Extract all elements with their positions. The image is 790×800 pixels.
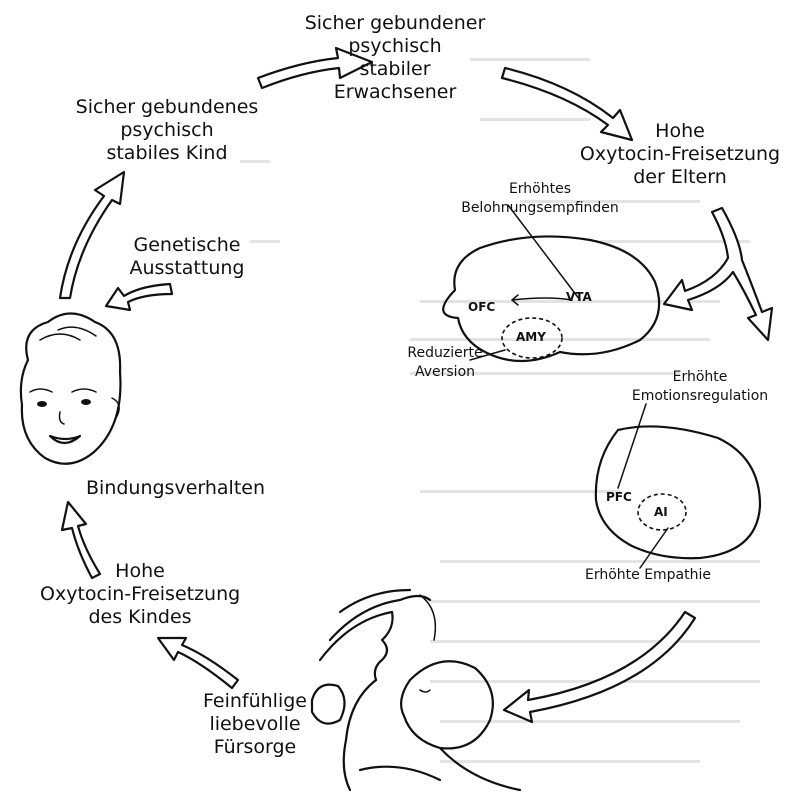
arrow-parents-fork <box>664 208 772 340</box>
node-care-line3: Fürsorge <box>195 736 315 759</box>
node-adult-line2: psychisch <box>300 35 490 58</box>
node-child-stable-line1: Sicher gebundenes <box>72 96 262 119</box>
brain-bottom-emotion-line2: Emotionsregulation <box>615 387 785 406</box>
node-child-oxytocin-line3: des Kindes <box>40 606 240 629</box>
node-adult-label: Sicher gebundener psychisch stabiler Erw… <box>300 12 490 104</box>
node-genetics-label: Genetische Ausstattung <box>112 234 262 280</box>
brain-bottom-ai-label: AI <box>654 505 668 519</box>
brain-top-amy-label: AMY <box>516 330 546 344</box>
node-child-stable-line2: psychisch <box>72 119 262 142</box>
brain-top-reward-line1: Erhöhtes <box>445 180 635 199</box>
brain-top-aversion-line2: Aversion <box>390 363 500 382</box>
brain-top-aversion-line1: Reduzierte <box>390 344 500 363</box>
node-care-line1: Feinfühlige <box>195 690 315 713</box>
node-parents-oxytocin-line1: Hohe <box>575 120 785 143</box>
arrow-genetics-to-baby <box>106 284 172 310</box>
node-child-oxytocin-label: Hohe Oxytocin-Freisetzung des Kindes <box>40 560 240 629</box>
node-care-line2: liebevolle <box>195 713 315 736</box>
brain-bottom-empathy-label: Erhöhte Empathie <box>578 566 718 585</box>
node-genetics-line1: Genetische <box>112 234 262 257</box>
brain-top-illustration <box>443 205 659 361</box>
node-child-stable-label: Sicher gebundenes psychisch stabiles Kin… <box>72 96 262 165</box>
brain-top-vta-label: VTA <box>566 290 592 304</box>
node-child-oxytocin-line1: Hohe <box>40 560 240 583</box>
node-care-label: Feinfühlige liebevolle Fürsorge <box>195 690 315 759</box>
node-genetics-line2: Ausstattung <box>112 257 262 280</box>
brain-top-aversion-label: Reduzierte Aversion <box>390 344 500 382</box>
brain-bottom-pfc-label: PFC <box>606 490 632 504</box>
node-attachment-label: Bindungsverhalten <box>86 477 286 500</box>
brain-bottom-emotion-label: Erhöhte Emotionsregulation <box>615 368 785 406</box>
brain-top-reward-label: Erhöhtes Belohnungsempfinden <box>445 180 635 218</box>
baby-face-illustration <box>21 314 121 464</box>
arrow-care-to-child-oxytocin <box>158 638 238 688</box>
brain-top-ofc-label: OFC <box>468 300 495 314</box>
node-parents-oxytocin-line2: Oxytocin-Freisetzung <box>575 143 785 166</box>
node-child-oxytocin-line2: Oxytocin-Freisetzung <box>40 583 240 606</box>
arrow-brain-to-care <box>504 612 695 722</box>
node-child-stable-line3: stabiles Kind <box>72 142 262 165</box>
node-adult-line3: stabiler <box>300 58 490 81</box>
node-parents-oxytocin-label: Hohe Oxytocin-Freisetzung der Eltern <box>575 120 785 189</box>
node-adult-line4: Erwachsener <box>300 81 490 104</box>
brain-bottom-illustration <box>596 404 760 568</box>
brain-bottom-emotion-line1: Erhöhte <box>615 368 785 387</box>
brain-top-reward-line2: Belohnungsempfinden <box>445 199 635 218</box>
node-adult-line1: Sicher gebundener <box>300 12 490 35</box>
